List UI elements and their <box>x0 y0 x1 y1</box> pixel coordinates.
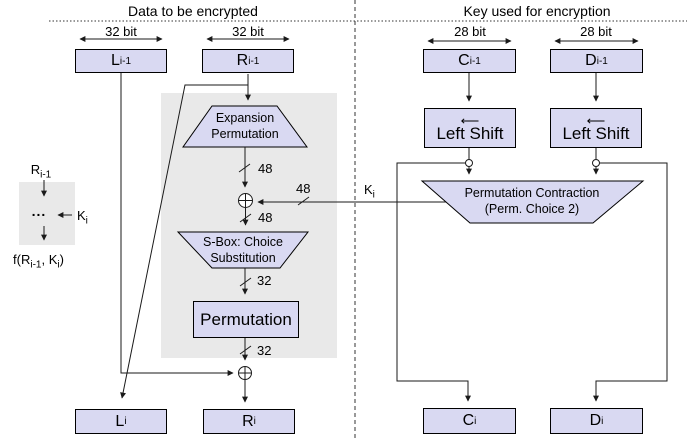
register-label: C <box>462 412 475 429</box>
wire-loop-to-cnext <box>396 162 471 402</box>
expansion-label-line1: Expansion <box>215 111 275 125</box>
bitwidth-label-r: 32 bit <box>232 24 264 39</box>
sbox-label-line2: Substitution <box>210 251 276 265</box>
xor-bottom-cross <box>238 366 252 380</box>
register-sub: i <box>474 415 477 427</box>
wire-loop-to-dnext <box>593 162 668 402</box>
wire-rprev-to-lnext <box>120 84 248 399</box>
register-label: R <box>242 412 254 430</box>
register-sub: i <box>253 416 256 427</box>
legend-output-part: , K <box>41 252 58 267</box>
legend-key-base: K <box>77 208 86 223</box>
wire-lprev-to-xor <box>120 73 234 376</box>
register-label: L <box>115 412 125 430</box>
sbox-label-line1: S-Box: Choice <box>203 235 283 249</box>
register-label: C <box>458 52 470 69</box>
register-sub: i-1 <box>596 55 608 67</box>
register-sub: i-1 <box>119 55 132 67</box>
legend-input-base: R <box>30 162 41 177</box>
legend-output-sub: i-1 <box>30 259 42 271</box>
wire-label-32-perm: 32 <box>257 343 272 358</box>
legend-output-part: f(R <box>13 252 31 267</box>
expansion-trapezoid <box>182 105 308 148</box>
wire-label-48-xor: 48 <box>258 210 273 225</box>
section-title-data: Data to be encrypted <box>128 3 258 19</box>
branch-dot-c <box>465 159 473 167</box>
wire-label-32-sbox: 32 <box>257 273 272 288</box>
key-label-base: K <box>364 182 373 197</box>
legend-dots: ... <box>31 203 47 219</box>
wire-label-48-expansion: 48 <box>258 161 273 176</box>
section-title-key: Key used for encryption <box>463 3 611 19</box>
left-shift-box-c: ⟵ Left Shift <box>424 108 516 148</box>
xor-mid-cross <box>238 193 253 208</box>
shift-left-icon: ⟵ <box>460 113 480 128</box>
register-label: L <box>110 52 120 69</box>
register-sub: i-1 <box>469 55 481 67</box>
shift-left-icon: ⟵ <box>586 113 606 128</box>
legend-output-label: f(Ri-1, Ki) <box>13 252 64 271</box>
sbox-trapezoid <box>176 231 310 269</box>
perm-contraction-label-line2: (Perm. Choice 2) <box>484 202 580 216</box>
legend-output-sub: i <box>57 259 60 271</box>
legend-key-sub: i <box>85 215 88 227</box>
perm-contraction-trapezoid <box>420 180 645 224</box>
register-sub: i <box>124 416 127 427</box>
legend-panel <box>19 182 75 245</box>
register-label: D <box>589 412 602 429</box>
key-label-sub: i <box>372 189 375 201</box>
left-shift-box-d: ⟵ Left Shift <box>550 108 642 148</box>
legend-key-label: Ki <box>77 208 88 227</box>
register-sub: i-1 <box>248 55 260 67</box>
register-label: R <box>236 52 249 69</box>
expansion-label-line2: Permutation <box>211 127 279 141</box>
left-shift-label: Left Shift <box>562 124 630 143</box>
perm-contraction-label-line1: Permutation Contraction <box>464 186 600 200</box>
branch-dot-d <box>592 159 600 167</box>
permutation-box: Permutation <box>193 301 299 338</box>
bitwidth-label-c: 28 bit <box>454 24 486 39</box>
permutation-label: Permutation <box>200 309 292 329</box>
register-label: D <box>585 52 597 69</box>
register-sub: i <box>601 415 604 427</box>
wire-label-48-key: 48 <box>296 181 311 196</box>
legend-input-sub: i-1 <box>40 169 52 181</box>
bitwidth-label-d: 28 bit <box>580 24 612 39</box>
tick-48-key <box>297 196 310 206</box>
left-shift-label: Left Shift <box>436 124 504 143</box>
bitwidth-label-l: 32 bit <box>105 24 137 39</box>
key-label: Ki <box>364 182 375 201</box>
tick-32-sbox <box>239 277 252 287</box>
tick-48-expansion <box>238 163 251 173</box>
tick-32-perm <box>239 345 252 355</box>
tick-48-xor-out <box>239 213 252 223</box>
legend-output-part: ) <box>59 252 64 267</box>
legend-input-label: Ri-1 <box>16 162 66 181</box>
